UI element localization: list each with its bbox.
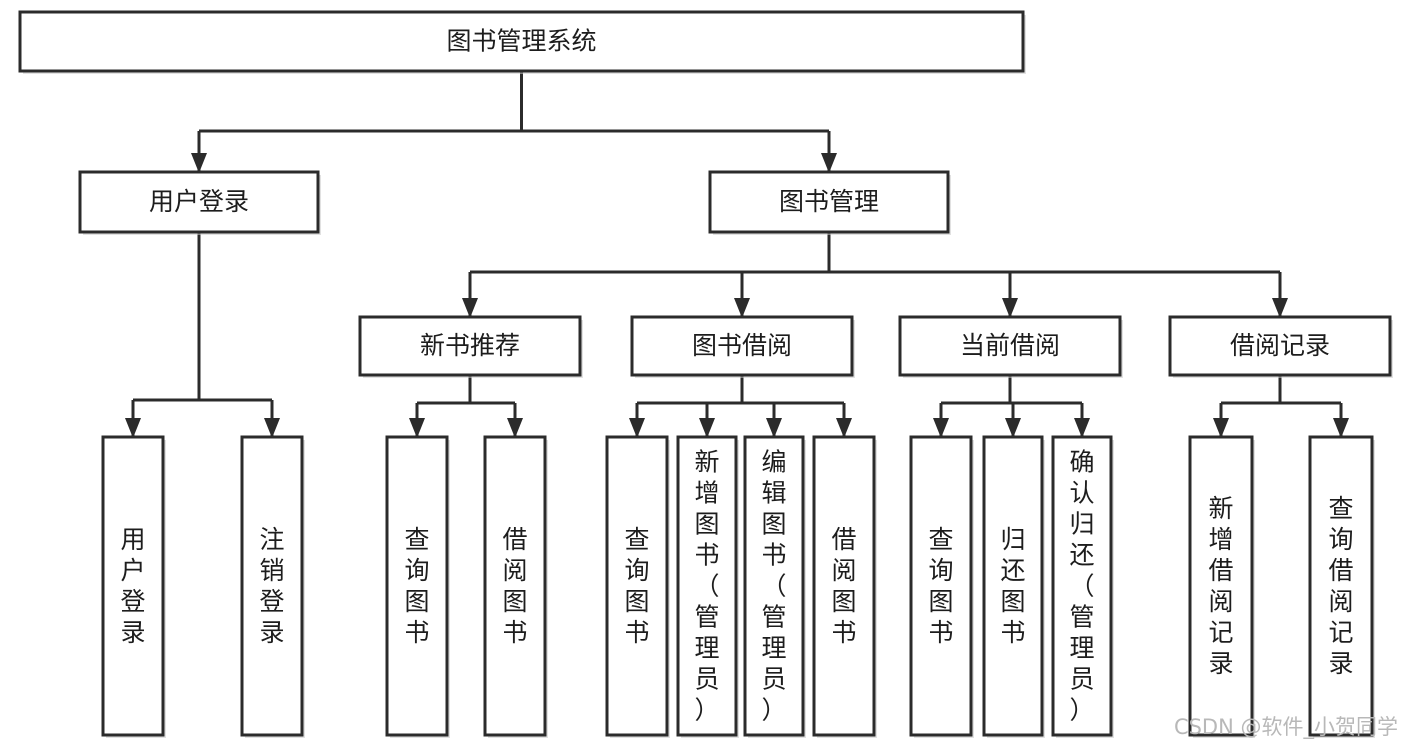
arrow-head-icon xyxy=(1002,298,1018,318)
connector-group xyxy=(1213,375,1349,438)
arrow-head-icon xyxy=(1272,298,1288,318)
node-book-borrow[interactable]: 图书借阅 xyxy=(630,315,855,378)
node-leaf-confirm-return[interactable]: 确认归还（管理员） xyxy=(1051,435,1114,738)
node-current-borrow[interactable]: 当前借阅 xyxy=(898,315,1123,378)
node-leaf-query-book-3-label: 查询图书 xyxy=(928,525,953,647)
arrow-head-icon xyxy=(734,298,750,318)
node-boxes-layer: 图书管理系统用户登录图书管理新书推荐图书借阅当前借阅借阅记录用户登录注销登录查询… xyxy=(18,10,1393,738)
node-leaf-add-book[interactable]: 新增图书（管理员） xyxy=(676,435,739,738)
node-leaf-return-book-label: 归还图书 xyxy=(1000,525,1025,647)
node-new-book-recommend[interactable]: 新书推荐 xyxy=(358,315,583,378)
arrow-head-icon xyxy=(836,418,852,438)
node-borrow-record[interactable]: 借阅记录 xyxy=(1168,315,1393,378)
arrow-head-icon xyxy=(766,418,782,438)
node-book-management[interactable]: 图书管理 xyxy=(708,170,951,235)
connector-group xyxy=(409,375,523,438)
arrow-head-icon xyxy=(1213,418,1229,438)
arrow-head-icon xyxy=(933,418,949,438)
arrow-head-icon xyxy=(462,298,478,318)
arrow-head-icon xyxy=(629,418,645,438)
node-new-book-recommend-label: 新书推荐 xyxy=(420,331,520,360)
node-book-borrow-label: 图书借阅 xyxy=(692,331,792,360)
node-leaf-confirm-return-label: 确认归还（管理员） xyxy=(1069,448,1094,725)
node-leaf-user-login-label: 用户登录 xyxy=(120,525,145,647)
arrow-head-icon xyxy=(125,418,141,438)
node-leaf-query-record-label: 查询借阅记录 xyxy=(1328,494,1353,678)
node-current-borrow-label: 当前借阅 xyxy=(960,331,1060,360)
connector-group xyxy=(462,232,1288,318)
node-leaf-user-login[interactable]: 用户登录 xyxy=(101,435,166,738)
node-leaf-borrow-book-1[interactable]: 借阅图书 xyxy=(483,435,548,738)
arrow-head-icon xyxy=(264,418,280,438)
arrow-head-icon xyxy=(1074,418,1090,438)
node-leaf-query-book-1-label: 查询图书 xyxy=(404,525,429,647)
node-leaf-edit-book[interactable]: 编辑图书（管理员） xyxy=(743,435,806,738)
arrow-head-icon xyxy=(1333,418,1349,438)
arrow-head-icon xyxy=(1005,418,1021,438)
node-leaf-query-book-2[interactable]: 查询图书 xyxy=(605,435,670,738)
node-user-login[interactable]: 用户登录 xyxy=(78,170,321,235)
node-leaf-add-record[interactable]: 新增借阅记录 xyxy=(1188,435,1255,738)
connector-group xyxy=(629,375,852,438)
connectors-layer xyxy=(125,71,1349,438)
connector-group xyxy=(125,232,280,438)
node-leaf-add-book-label: 新增图书（管理员） xyxy=(694,448,719,725)
arrow-head-icon xyxy=(699,418,715,438)
arrow-head-icon xyxy=(821,153,837,173)
arrow-head-icon xyxy=(507,418,523,438)
arrow-head-icon xyxy=(409,418,425,438)
node-user-login-label: 用户登录 xyxy=(149,187,249,216)
node-root-图书管理系统[interactable]: 图书管理系统 xyxy=(18,10,1026,74)
node-leaf-borrow-book-2-label: 借阅图书 xyxy=(831,525,856,647)
node-leaf-logout-label: 注销登录 xyxy=(259,525,284,647)
node-leaf-borrow-book-1-label: 借阅图书 xyxy=(502,525,527,647)
node-leaf-logout[interactable]: 注销登录 xyxy=(240,435,305,738)
node-leaf-edit-book-label: 编辑图书（管理员） xyxy=(761,448,786,725)
node-leaf-borrow-book-2[interactable]: 借阅图书 xyxy=(812,435,877,738)
node-leaf-return-book[interactable]: 归还图书 xyxy=(982,435,1045,738)
node-leaf-query-book-3[interactable]: 查询图书 xyxy=(909,435,974,738)
node-book-management-label: 图书管理 xyxy=(779,187,879,216)
node-root-图书管理系统-label: 图书管理系统 xyxy=(446,27,596,56)
node-leaf-query-book-1[interactable]: 查询图书 xyxy=(385,435,450,738)
node-leaf-query-record[interactable]: 查询借阅记录 xyxy=(1308,435,1375,738)
node-leaf-query-book-2-label: 查询图书 xyxy=(624,525,649,647)
arrow-head-icon xyxy=(191,153,207,173)
node-leaf-add-record-label: 新增借阅记录 xyxy=(1208,494,1233,678)
csdn-watermark: CSDN @软件_小贺同学 xyxy=(1174,715,1398,740)
connector-group xyxy=(191,71,837,173)
connector-group xyxy=(933,375,1090,438)
node-borrow-record-label: 借阅记录 xyxy=(1230,331,1330,360)
